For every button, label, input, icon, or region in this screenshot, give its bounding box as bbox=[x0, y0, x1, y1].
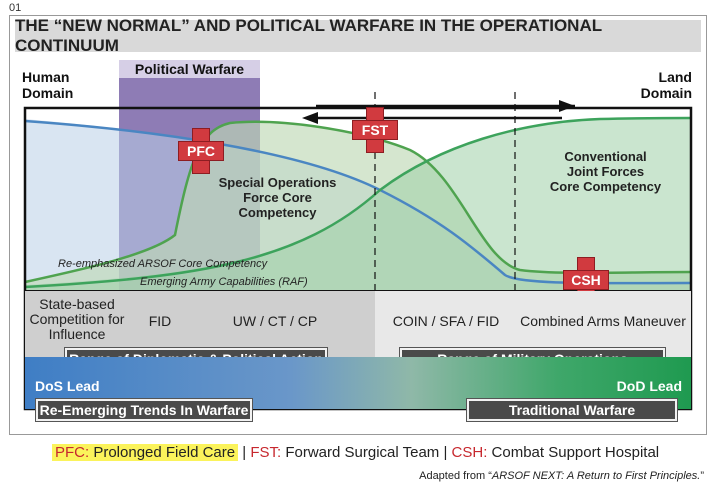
legend-pfc-key: PFC: bbox=[55, 443, 90, 461]
legend-pfc-text: Prolonged Field Care bbox=[89, 443, 236, 461]
legend-fst-text: Forward Surgical Team bbox=[281, 443, 440, 461]
state-based-line-3: Influence bbox=[48, 326, 106, 342]
state-based-line-1: State-based bbox=[39, 296, 115, 312]
fst-marker: FST bbox=[352, 107, 398, 153]
sof-core-label-line-3: Competency bbox=[238, 205, 317, 220]
conventional-label-line-2: Joint Forces bbox=[566, 164, 645, 179]
conventional-label-line-1: Conventional bbox=[564, 149, 647, 164]
source-note: Adapted from “ARSOF NEXT: A Return to Fi… bbox=[419, 470, 704, 482]
conventional-label: Conventional Joint Forces Core Competenc… bbox=[538, 149, 673, 194]
army-line-label: Emerging Army Capabilities (RAF) bbox=[140, 276, 308, 288]
re-emerging-trends-label: Re-Emerging Trends In Warfare bbox=[35, 398, 253, 422]
legend-separator: | bbox=[439, 443, 452, 461]
sof-core-label-line-1: Special Operations bbox=[218, 175, 337, 190]
legend-separator: | bbox=[238, 443, 251, 461]
legend-pfc: PFC: Prolonged Field Care bbox=[52, 443, 239, 461]
political-warfare-label: Political Warfare bbox=[119, 60, 260, 78]
conventional-line bbox=[24, 116, 692, 289]
figure-title: THE “NEW NORMAL” AND POLITICAL WARFARE I… bbox=[15, 16, 701, 55]
fst-marker-label: FST bbox=[361, 122, 389, 138]
sof-core-label: Special Operations Force Core Competency bbox=[210, 175, 345, 220]
state-based-competition-label: State-based Competition for Influence bbox=[26, 297, 128, 342]
pfc-marker-label: PFC bbox=[187, 143, 215, 159]
coin-sfa-fid-label: COIN / SFA / FID bbox=[392, 313, 500, 329]
source-work: ARSOF NEXT: A Return to First Principles… bbox=[491, 470, 701, 482]
uw-ct-cp-label: UW / CT / CP bbox=[232, 313, 318, 329]
sof-core-label-line-2: Force Core bbox=[243, 190, 312, 205]
combined-arms-label: Combined Arms Maneuver bbox=[520, 313, 686, 329]
fid-label: FID bbox=[148, 313, 172, 329]
human-domain-line-2: Domain bbox=[22, 85, 74, 101]
human-domain-line bbox=[24, 119, 692, 285]
conventional-area bbox=[25, 118, 691, 291]
pfc-marker: PFC bbox=[178, 128, 224, 174]
fst-range-arrow-left bbox=[302, 112, 318, 124]
land-domain-line-2: Domain bbox=[640, 85, 692, 101]
csh-marker-label: CSH bbox=[571, 272, 601, 288]
conventional-label-line-3: Core Competency bbox=[549, 179, 662, 194]
source-prefix: Adapted from “ bbox=[419, 470, 492, 482]
legend-csh-text: Combat Support Hospital bbox=[487, 443, 660, 461]
traditional-warfare-label: Traditional Warfare bbox=[466, 398, 678, 422]
csh-cross-horizontal bbox=[563, 270, 609, 290]
land-domain-line-1: Land bbox=[658, 69, 692, 85]
legend-fst-key: FST: bbox=[250, 443, 282, 461]
state-based-line-2: Competition for bbox=[29, 311, 125, 327]
legend-csh-key: CSH: bbox=[451, 443, 488, 461]
human-domain-line-1: Human bbox=[22, 69, 70, 85]
fst-cross-horizontal bbox=[352, 120, 398, 140]
dod-lead-label: DoD Lead bbox=[616, 378, 682, 394]
dos-lead-label: DoS Lead bbox=[35, 378, 100, 394]
political-operations-band bbox=[25, 291, 375, 357]
sof-core-line bbox=[24, 120, 692, 284]
fst-range-arrow-right bbox=[559, 100, 575, 112]
land-domain-label: Land Domain bbox=[641, 69, 692, 101]
human-domain-label: Human Domain bbox=[22, 69, 73, 101]
chart-border bbox=[23, 106, 693, 411]
figure-number: 01 bbox=[9, 2, 22, 14]
pfc-cross-horizontal bbox=[178, 141, 224, 161]
source-suffix: ” bbox=[700, 470, 704, 482]
figure-frame bbox=[9, 15, 707, 435]
arsof-line-label: Re-emphasized ARSOF Core Competency bbox=[58, 258, 268, 270]
csh-marker: CSH bbox=[563, 257, 609, 303]
legend: PFC: Prolonged Field Care | FST: Forward… bbox=[52, 441, 659, 463]
